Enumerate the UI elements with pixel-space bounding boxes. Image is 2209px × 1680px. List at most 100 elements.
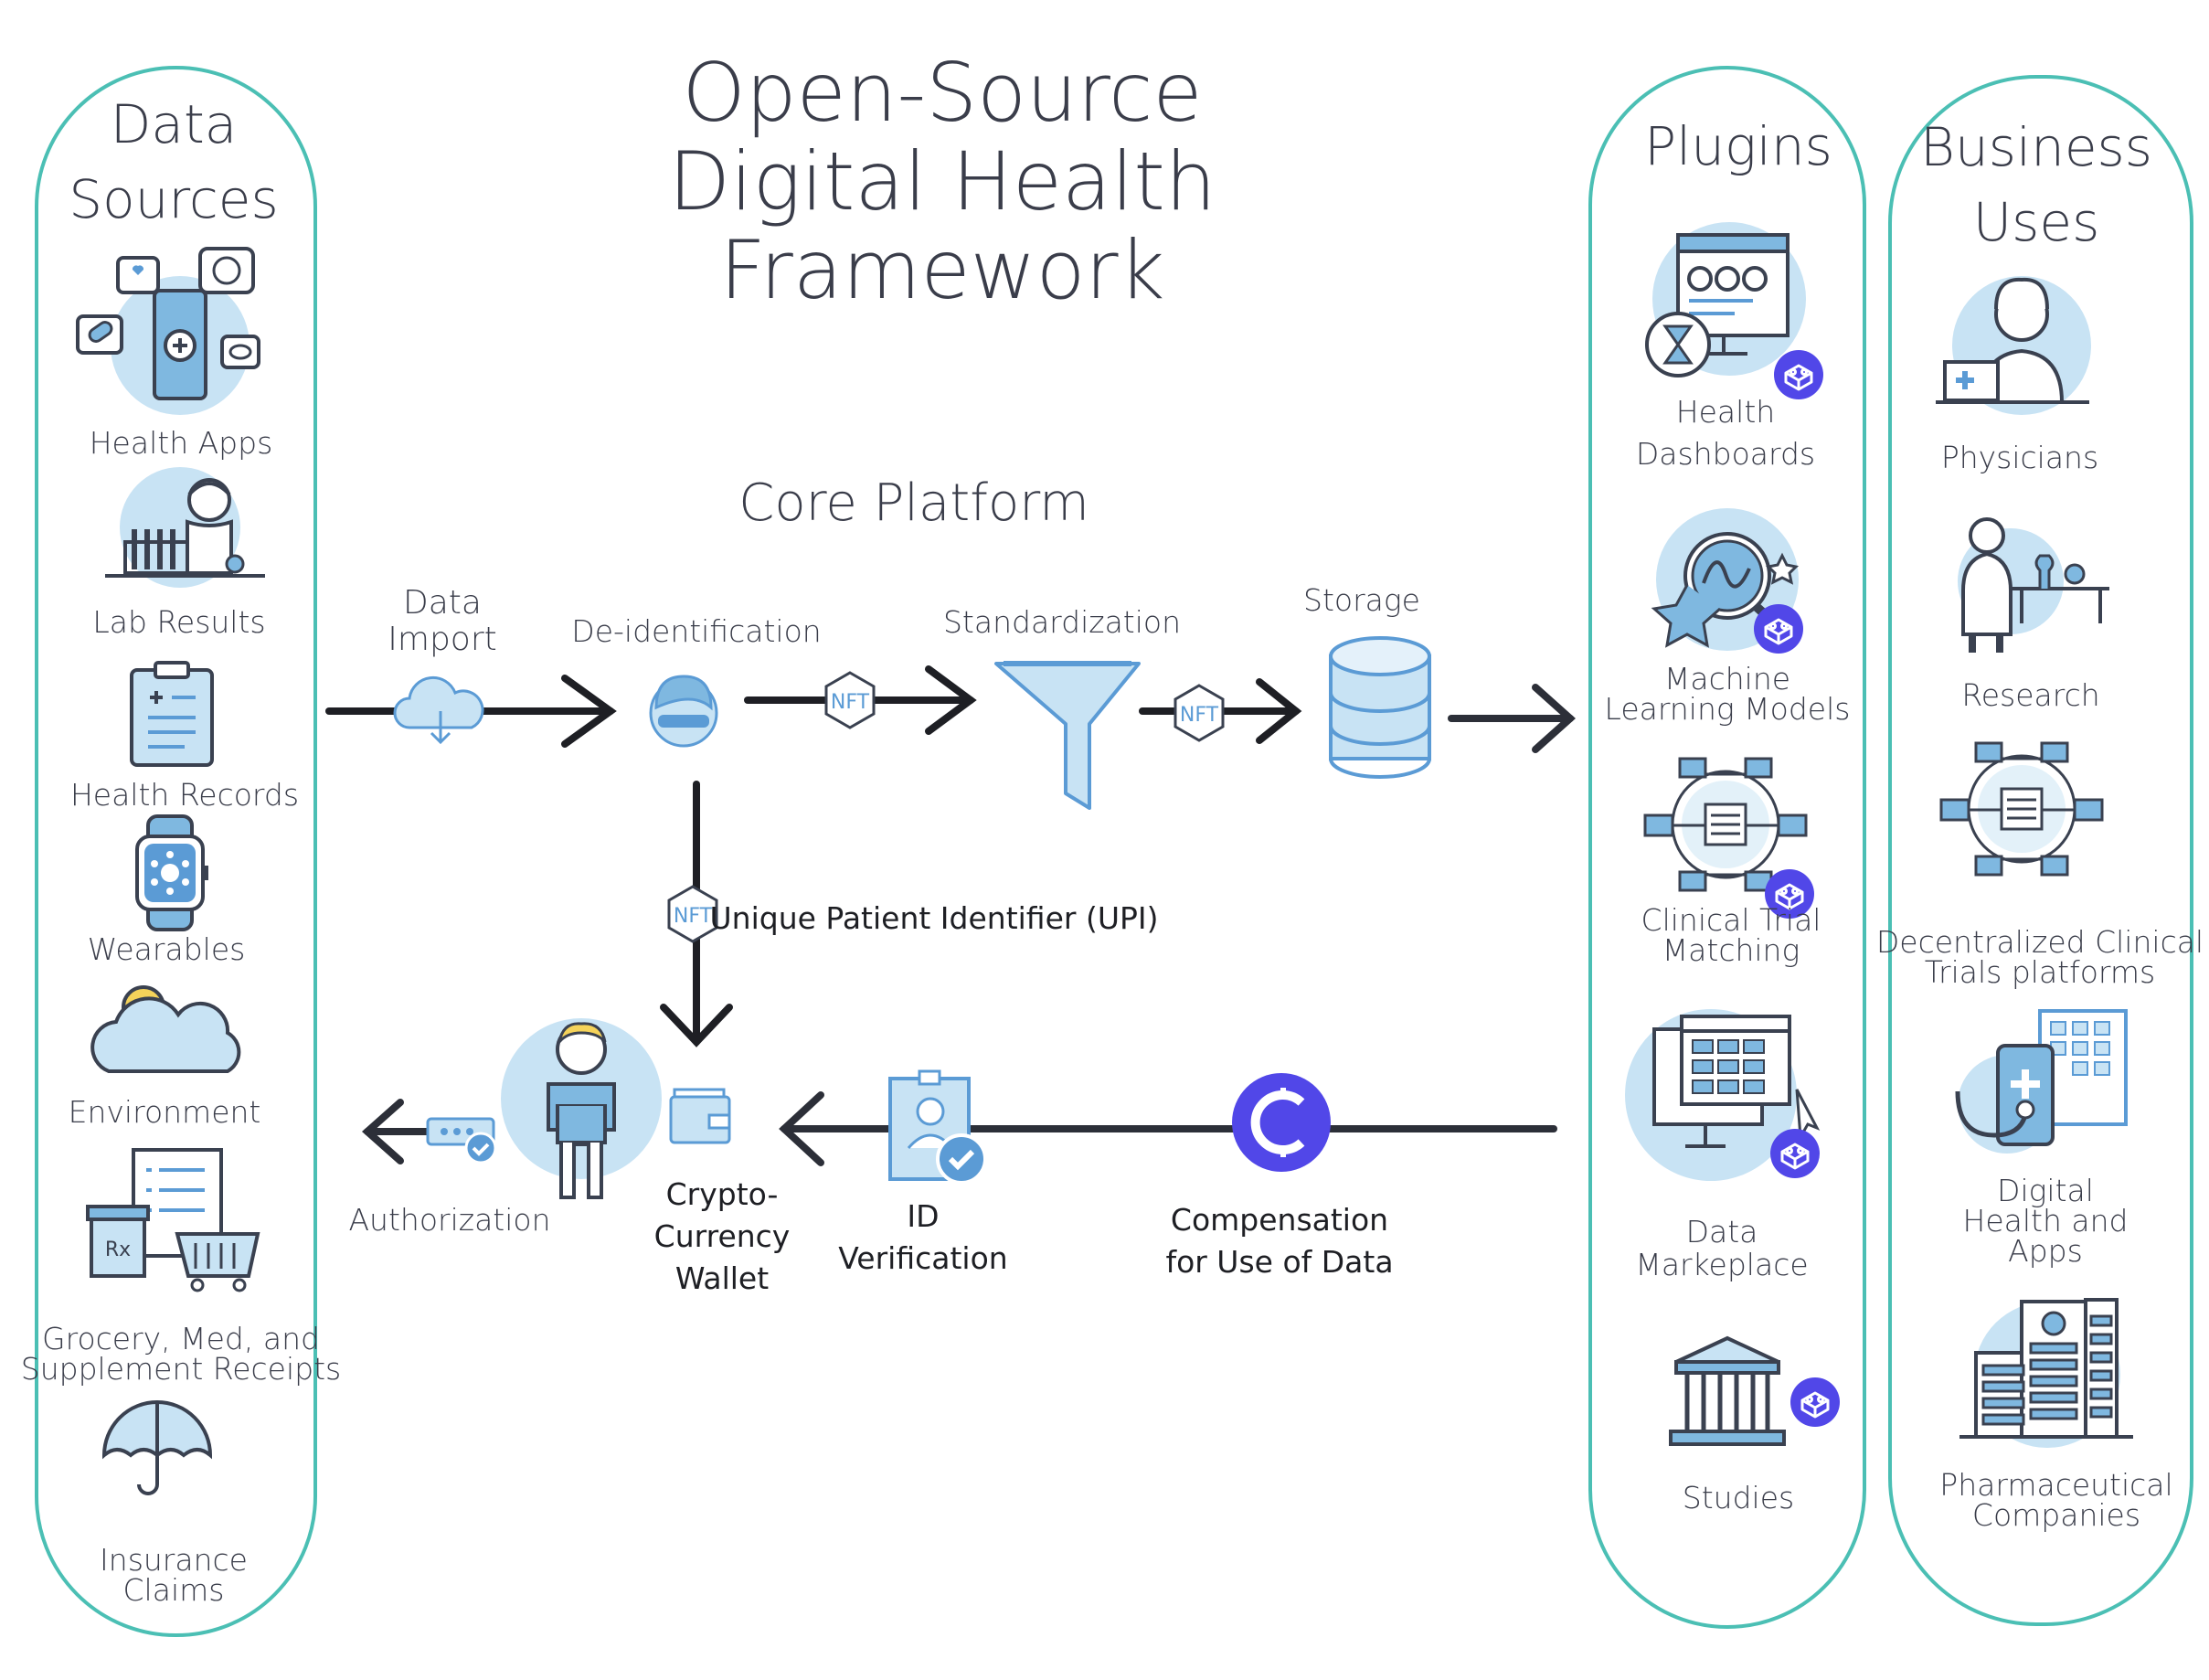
nft-token-icon [824, 671, 876, 729]
compensation-label-line-1: Compensation [1170, 1202, 1389, 1238]
data-sources-title-line-2: Sources [69, 168, 279, 231]
building-icon [1959, 1298, 2133, 1448]
deidentification-label: De-identification [571, 613, 822, 649]
digital-apps-label-line-2: Health and [1962, 1203, 2129, 1239]
core-platform-title: Core Platform [738, 473, 1089, 533]
data-import-label: Data Import [388, 585, 496, 657]
data-import-label-line-2: Import [388, 620, 497, 658]
ml-icon [1651, 508, 1800, 651]
password-icon [426, 1117, 497, 1164]
plugin-badge-icon [1789, 1376, 1842, 1429]
storage-label: Storage [1303, 582, 1420, 618]
umbrella-icon [101, 1400, 213, 1495]
arrow-to-plugins [1448, 684, 1576, 753]
clinical-trial-label: Clinical Trial Matching [1641, 905, 1821, 965]
pharma-label-line-1: Pharmaceutical [1939, 1467, 2173, 1503]
wallet-label: Crypto- Currency Wallet [654, 1174, 791, 1301]
wallet-icon [669, 1088, 731, 1144]
researcher-icon [1958, 517, 2109, 653]
clinical-trial-label-line-2: Matching [1662, 932, 1800, 968]
wallet-label-line-1: Crypto- [665, 1176, 779, 1212]
health-records-icon [130, 661, 214, 767]
svg-text:Rx: Rx [105, 1239, 131, 1261]
database-icon [1329, 636, 1431, 779]
upi-label: Unique Patient Identifier (UPI) [709, 900, 1159, 936]
phone-stethoscope-icon [1955, 1009, 2128, 1154]
crypto-coin-icon [1232, 1073, 1331, 1172]
institution-icon [1669, 1335, 1786, 1446]
pharma-label: Pharmaceutical Companies [1939, 1470, 2172, 1530]
plugins-panel [1588, 66, 1866, 1629]
physician-icon [1936, 276, 2091, 415]
physicians-label: Physicians [1940, 440, 2099, 475]
funnel-icon [994, 661, 1141, 810]
health-apps-icon [76, 247, 260, 415]
deidentification-icon [649, 675, 718, 748]
dashboards-label: Health Dashboards [1636, 391, 1815, 475]
research-label: Research [1961, 677, 2100, 713]
standardization-label: Standardization [942, 604, 1182, 640]
dashboards-label-line-1: Health [1675, 394, 1776, 430]
digital-apps-label-line-3: Apps [2008, 1233, 2083, 1269]
wallet-label-line-3: Wallet [674, 1260, 770, 1297]
id-verification-label-line-1: ID [907, 1198, 940, 1234]
dashboard-icon [1645, 222, 1806, 377]
dashboards-label-line-2: Dashboards [1635, 436, 1816, 473]
cloud-download-icon [393, 675, 484, 745]
health-records-label: Health Records [69, 777, 300, 813]
dct-label-line-1: Decentralized Clinical [1875, 924, 2204, 960]
marketplace-label-line-2: Markeplace [1635, 1247, 1809, 1283]
marketplace-label: Data Markeplace [1635, 1214, 1809, 1283]
nft-token-icon [1174, 684, 1225, 742]
insurance-label: Insurance Claims [100, 1545, 248, 1605]
insurance-label-line-1: Insurance [100, 1542, 248, 1578]
plugin-badge-icon [1752, 602, 1805, 655]
id-verification-icon [888, 1069, 987, 1185]
lab-results-label: Lab Results [92, 604, 266, 640]
ml-models-label: Machine Learning Models [1605, 664, 1851, 724]
compensation-label: Compensation for Use of Data [1165, 1199, 1393, 1283]
receipts-icon: Rx [86, 1148, 260, 1292]
title-line-3: Framework [719, 222, 1165, 317]
network-icon [1939, 741, 2104, 877]
plugin-badge-icon [1768, 1127, 1821, 1180]
lab-results-icon [105, 467, 265, 588]
receipts-label-line-1: Grocery, Med, and [42, 1321, 320, 1356]
data-sources-title-line-1: Data [110, 93, 238, 155]
wallet-label-line-2: Currency [653, 1218, 791, 1255]
title-line-1: Open-Source [682, 46, 1203, 140]
compensation-label-line-2: for Use of Data [1165, 1244, 1394, 1281]
marketplace-label-line-1: Data [1685, 1214, 1758, 1249]
data-import-label-line-1: Data [403, 584, 482, 622]
business-uses-panel [1888, 75, 2193, 1626]
smartwatch-icon [135, 814, 208, 931]
data-sources-title: Data Sources [69, 87, 278, 238]
digital-apps-label-line-1: Digital [1997, 1173, 2094, 1208]
id-verification-label: ID Verification [838, 1196, 1007, 1280]
dct-label: Decentralized Clinical Trials platforms [1876, 927, 2204, 987]
business-uses-title-line-2: Uses [1972, 191, 2100, 254]
dct-label-line-2: Trials platforms [1924, 954, 2156, 990]
ml-models-label-line-2: Learning Models [1604, 691, 1851, 727]
page-title: Open-Source Digital Health Framework [668, 46, 1216, 317]
digital-apps-label: Digital Health and Apps [1963, 1175, 2129, 1266]
pharma-label-line-2: Companies [1971, 1497, 2141, 1533]
health-apps-label: Health Apps [89, 425, 273, 461]
id-verification-label-line-2: Verification [838, 1240, 1008, 1277]
receipts-label-line-2: Supplement Receipts [20, 1351, 342, 1387]
weather-icon [90, 985, 241, 1073]
authorization-label: Authorization [348, 1202, 551, 1238]
ml-models-label-line-1: Machine [1663, 661, 1791, 696]
insurance-label-line-2: Claims [122, 1572, 225, 1608]
business-uses-title-line-1: Business [1920, 116, 2152, 178]
receipts-label: Grocery, Med, and Supplement Receipts [21, 1324, 341, 1384]
studies-label: Studies [1682, 1480, 1795, 1515]
plugins-title: Plugins [1644, 115, 1832, 177]
title-line-2: Digital Health [668, 133, 1216, 229]
wearables-label: Wearables [87, 931, 246, 967]
clinical-trial-label-line-1: Clinical Trial [1641, 902, 1821, 938]
patient-icon [501, 1018, 662, 1199]
data-sources-panel [35, 66, 317, 1637]
